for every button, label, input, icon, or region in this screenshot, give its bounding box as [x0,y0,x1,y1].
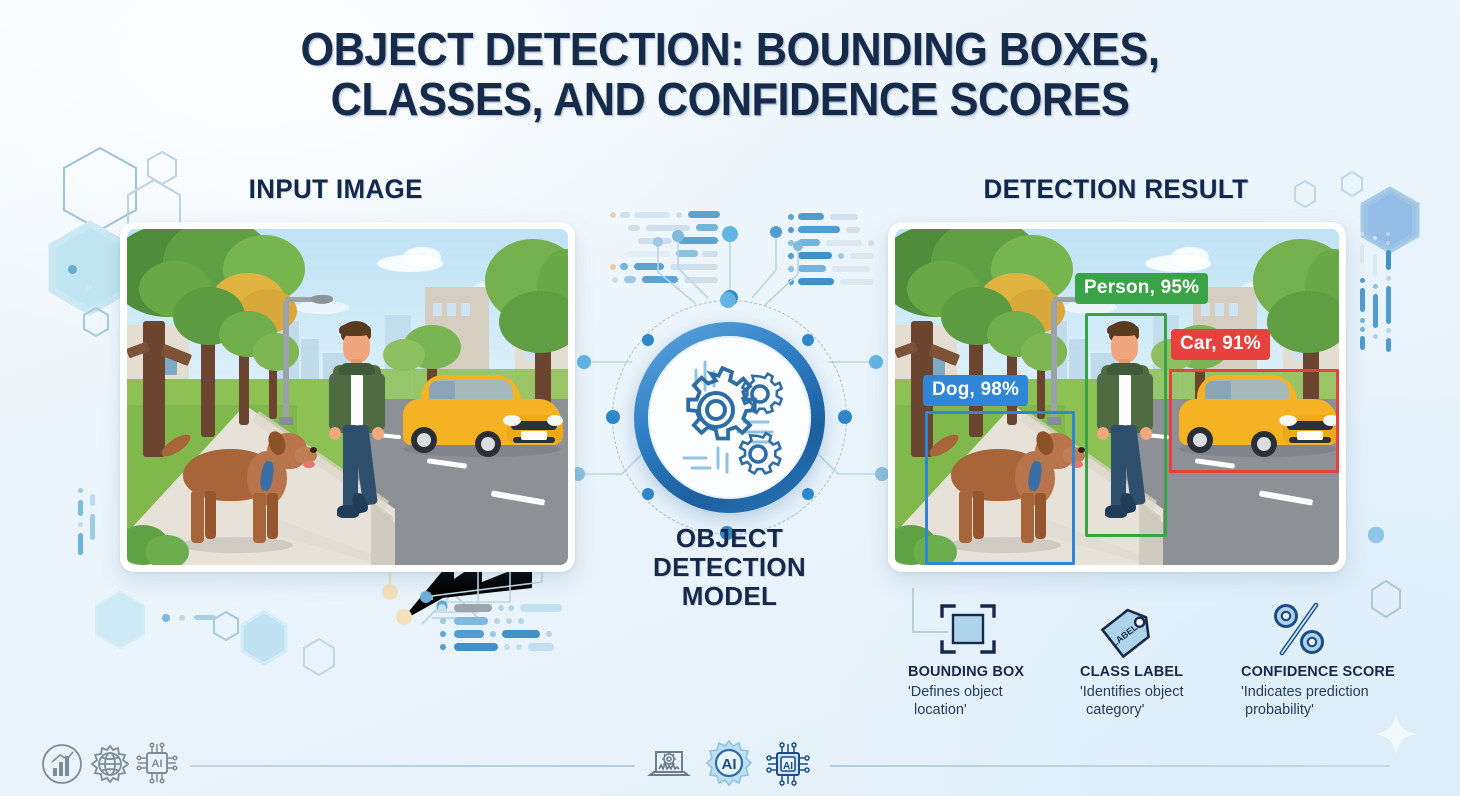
legend-desc-line-1: 'Defines object [908,684,1003,700]
model-inner-circle [648,336,811,499]
input-image-frame[interactable] [120,222,575,572]
ai-chip-icon[interactable]: AI [764,740,812,788]
model-caption-line-1: OBJECT [675,523,784,553]
hexagon-outline-decoration [1371,579,1401,619]
model-node [802,488,814,500]
footer-divider-left [190,765,635,767]
scene-car [399,375,567,465]
bbox-label-person[interactable]: Person, 95% [1075,273,1209,304]
scene-person [1093,321,1159,541]
ai-chip-text: AI [152,758,163,770]
model-node [606,410,620,424]
legend-title: CLASS LABEL [1080,664,1184,680]
page-title-line-2: CLASSES, AND CONFIDENCE SCORES [330,73,1130,125]
bbox-label-car[interactable]: Car, 91% [1171,329,1270,360]
page-title: OBJECT DETECTION: BOUNDING BOXES, CLASSE… [44,24,1416,124]
model-node [720,526,734,540]
legend-desc-line-2: probability' [1245,702,1314,718]
laptop-gear-icon[interactable] [646,742,692,786]
ai-gear-icon[interactable]: AI [704,738,754,788]
globe-gear-icon[interactable] [88,742,132,786]
scene-dog [925,425,1085,555]
accent-dot [68,265,77,274]
gears-icon [682,360,784,476]
tag-label-icon: LABEL [1080,600,1235,658]
scene-car [1175,375,1339,465]
bbox-person[interactable] [1085,313,1167,537]
legend-item-class-label[interactable]: LABEL CLASS LABEL 'Identifies object cat… [1080,600,1235,719]
page-title-line-1: OBJECT DETECTION: BOUNDING BOXES, [300,23,1160,75]
legend-desc-line-2: location' [914,702,967,718]
hexagon-decoration-group-left [48,146,181,338]
model-node [720,292,736,308]
detection-result-heading: DETECTION RESULT [983,174,1249,204]
bbox-label-dog[interactable]: Dog, 98% [923,375,1029,406]
bounding-box-icon [908,600,1068,658]
ai-chip-icon[interactable]: AI [134,740,180,786]
model-caption-line-2: DETECTION [653,552,806,582]
model-caption-line-3: MODEL [681,581,778,611]
detection-result-frame[interactable]: Dog, 98% Person, 95% Car, 91% [888,222,1346,572]
input-scene [127,229,568,565]
percent-icon [1241,600,1431,658]
legend-desc: 'Identifies object category' [1080,683,1235,719]
scene-dog [157,425,317,555]
legend-desc-line-1: 'Identifies object [1080,684,1184,700]
hexagon-filled-decoration [240,610,288,666]
model-node [802,334,814,346]
accent-dot [86,284,92,290]
model-caption: OBJECT DETECTION MODEL [612,524,847,611]
scene-person [325,321,391,541]
ai-gear-text: AI [722,756,737,773]
detection-scene: Dog, 98% Person, 95% Car, 91% [895,229,1339,565]
circuit-traces-bottom-left [382,560,543,625]
model-node [838,410,852,424]
legend-connector-line [912,588,948,633]
accent-dot [1368,527,1384,543]
model-node [642,334,654,346]
model-node [642,488,654,500]
hexagon-decoration-group-right [1341,170,1420,254]
legend-title: CONFIDENCE SCORE [1241,664,1395,680]
ai-chip-text: AI [783,761,793,772]
legend-title: BOUNDING BOX [908,664,1025,680]
sparkle-decoration [1376,714,1416,754]
legend-desc-line-1: 'Indicates prediction [1241,684,1369,700]
legend-item-bounding-box[interactable]: BOUNDING BOX 'Defines object location' [908,600,1068,719]
bar-chart-circle-icon[interactable] [40,742,84,786]
object-detection-model-badge[interactable] [606,292,852,540]
legend-item-confidence-score[interactable]: CONFIDENCE SCORE 'Indicates prediction p… [1241,600,1431,719]
legend-desc: 'Indicates prediction probability' [1241,683,1431,719]
hexagon-decoration-group-lower-left [95,590,239,650]
legend-desc-line-2: category' [1086,702,1145,718]
footer-divider-right [830,765,1390,767]
bbox-dog[interactable] [925,411,1075,565]
input-image-heading: INPUT IMAGE [248,174,423,204]
bbox-car[interactable] [1169,369,1339,473]
hexagon-outline-decoration [303,637,335,677]
hexagon-outline-decoration [1294,179,1316,209]
legend-desc: 'Defines object location' [908,683,1068,719]
